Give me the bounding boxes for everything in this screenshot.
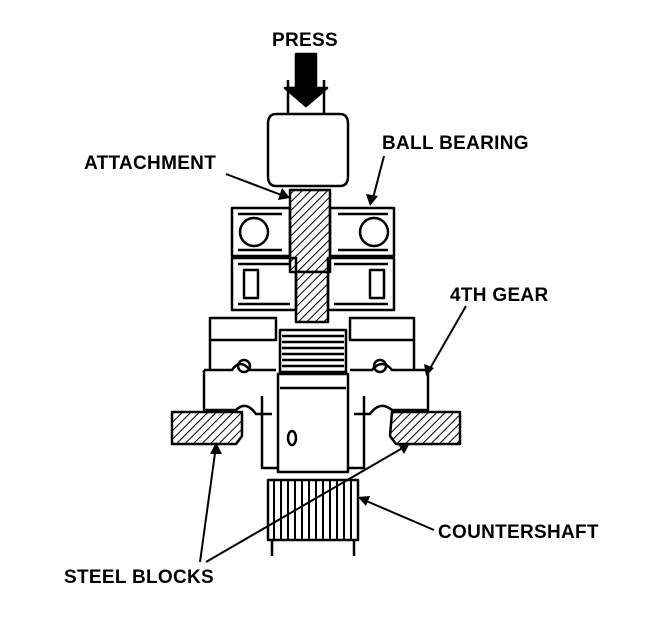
leader-lines — [199, 155, 467, 563]
label-attachment: ATTACHMENT — [84, 153, 217, 174]
label-countershaft: COUNTERSHAFT — [438, 522, 599, 543]
countershaft-spline — [266, 478, 360, 556]
press-ram — [266, 112, 350, 188]
arrowheads — [210, 188, 434, 506]
fourth-gear — [202, 316, 430, 416]
label-ball-bearing: BALL BEARING — [382, 133, 529, 154]
press-rod — [286, 80, 326, 114]
ball-bearing — [230, 206, 396, 258]
label-press: PRESS — [272, 30, 338, 51]
roller-bearing — [230, 256, 396, 312]
label-4th-gear: 4TH GEAR — [450, 285, 549, 306]
label-steel-blocks: STEEL BLOCKS — [64, 567, 214, 588]
countershaft-body — [260, 372, 366, 474]
press-arrow-icon — [283, 52, 329, 108]
countershaft-thread — [278, 328, 348, 374]
steel-blocks — [170, 410, 462, 446]
